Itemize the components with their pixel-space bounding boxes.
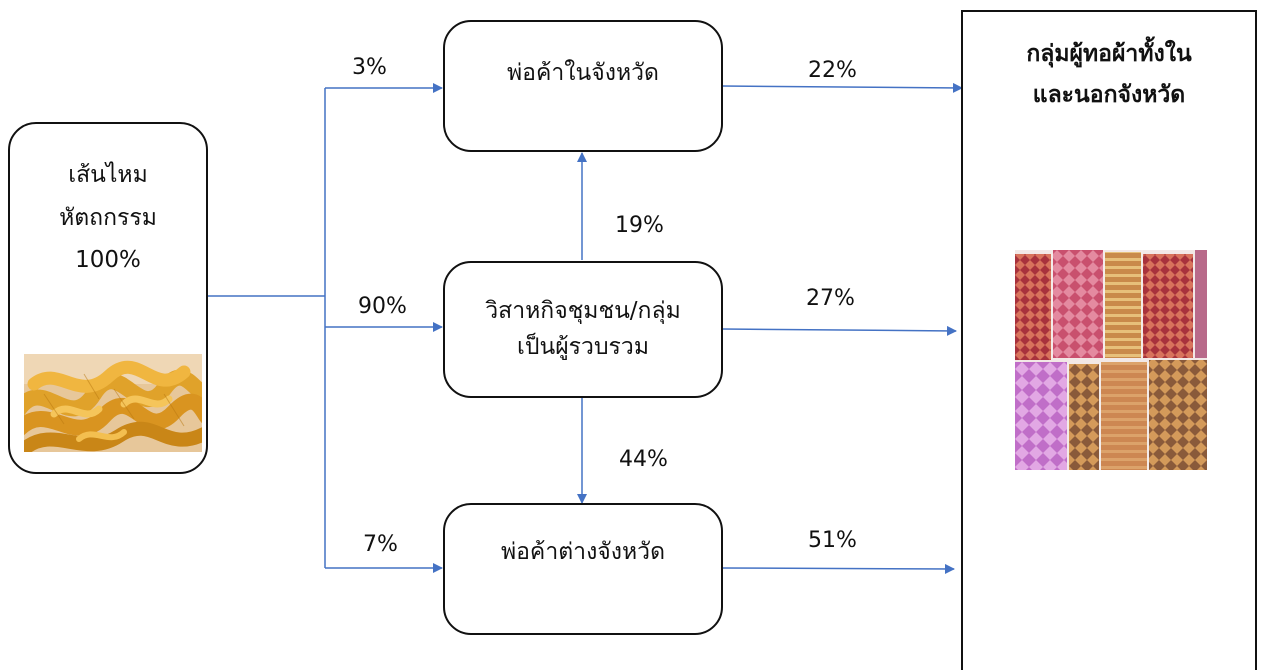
flow-pct-to-local: 3% <box>352 55 387 80</box>
weavers-group-panel: กลุ่มผู้ทอผ้าทั้งใน และนอกจังหวัด <box>961 10 1257 670</box>
flow-pct-community-to-outside: 44% <box>619 447 668 472</box>
woven-fabric-image <box>1015 250 1207 470</box>
source-silk-yarn-box: เส้นไหม หัตถกรรม 100% <box>8 122 208 474</box>
flow-pct-to-outside: 7% <box>363 532 398 557</box>
weavers-title-line2: และนอกจังหวัด <box>1032 82 1186 109</box>
flow-pct-community-to-local: 19% <box>615 213 664 238</box>
weavers-title-line1: กลุ่มผู้ทอผ้าทั้งใน <box>1026 41 1192 67</box>
community-enterprise-box: วิสาหกิจชุมชน/กลุ่ม เป็นผู้รวบรวม <box>443 261 723 398</box>
flow-pct-community-to-weavers: 27% <box>806 286 855 311</box>
flow-pct-outside-to-weavers: 51% <box>808 528 857 553</box>
flow-pct-to-community: 90% <box>358 294 407 319</box>
weavers-group-title: กลุ่มผู้ทอผ้าทั้งใน และนอกจังหวัด <box>963 34 1255 117</box>
arrow-community-to-weavers <box>721 325 957 336</box>
arrow-local-to-weavers <box>721 82 963 93</box>
outside-merchant-label: พ่อค้าต่างจังหวัด <box>500 539 666 565</box>
source-percent: 100% <box>75 247 141 274</box>
outside-merchant-box: พ่อค้าต่างจังหวัด <box>443 503 723 635</box>
arrow-outside-to-weavers <box>721 563 955 574</box>
silk-yarn-image <box>24 354 202 452</box>
local-merchant-label: พ่อค้าในจังหวัด <box>507 60 659 86</box>
community-label-line2: เป็นผู้รวบรวม <box>517 333 649 360</box>
source-label-line2: หัตถกรรม <box>59 204 157 231</box>
community-label-line1: วิสาหกิจชุมชน/กลุ่ม <box>485 297 681 324</box>
source-label-line1: เส้นไหม <box>68 162 148 188</box>
flow-pct-local-to-weavers: 22% <box>808 58 857 83</box>
local-merchant-box: พ่อค้าในจังหวัด <box>443 20 723 152</box>
